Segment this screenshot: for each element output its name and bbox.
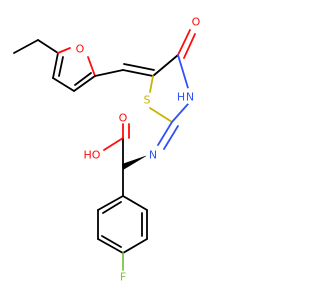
ring-sulfur-label: S bbox=[144, 94, 151, 107]
furan-bond-c4-c3 bbox=[52, 77, 75, 92]
stereo-wedge-bond bbox=[122, 155, 148, 170]
ring-bond-n3-c2 bbox=[171, 103, 189, 123]
hydroxyl-label: HO bbox=[84, 149, 101, 162]
imine-nitrogen-bg bbox=[146, 148, 160, 162]
imine-double-bond-outer bbox=[157, 121, 173, 146]
ethyl-terminal-bond bbox=[13, 39, 39, 54]
carbonyl-oxygen-label: O bbox=[192, 16, 201, 29]
hydroxyl-bg bbox=[83, 146, 101, 164]
furan-double-bond-c5-c4-inner bbox=[58, 56, 64, 77]
furan-double-bond-c3-c2-inner bbox=[74, 72, 92, 86]
benzene-bond-6 bbox=[97, 195, 124, 211]
exocyclic-double-bond-inner bbox=[123, 63, 155, 71]
benzene-bond-4 bbox=[97, 238, 124, 254]
carbonyl-bond-outer bbox=[177, 29, 191, 56]
carbonyl-bond-inner bbox=[183, 33, 196, 59]
ring-bond-c4-n3 bbox=[177, 54, 189, 89]
acid-carbonyl-oxygen-label: O bbox=[119, 112, 128, 125]
methine-bond bbox=[94, 69, 124, 77]
benzene-double-bond-inner-3 bbox=[102, 201, 122, 214]
furan-bond-o-c5 bbox=[57, 47, 71, 54]
ring-nitrogen-h-label: H bbox=[177, 91, 185, 104]
furan-bond-c2-o bbox=[87, 56, 96, 77]
ethyl-ring-bond bbox=[37, 39, 59, 54]
furan-oxygen-label: O bbox=[76, 43, 85, 56]
ring-bond-c2-s1 bbox=[149, 107, 173, 123]
imine-double-bond-inner bbox=[163, 125, 179, 150]
furan-bond-c5-c4 bbox=[52, 52, 59, 79]
ring-sulfur-bg bbox=[140, 93, 154, 107]
benzene-bond-3 bbox=[122, 238, 148, 254]
furan-bond-c3-c2 bbox=[73, 75, 96, 92]
benzene-bond-1 bbox=[122, 195, 148, 211]
ring-bond-s1-c5 bbox=[149, 75, 154, 93]
imine-nitrogen-label: N bbox=[149, 149, 157, 162]
ring-bond-c5-c4 bbox=[152, 54, 179, 77]
ring-nitrogen-label: N bbox=[186, 91, 194, 104]
furan-oxygen-bg bbox=[73, 42, 87, 56]
chemical-structure-diagram: O O H N S N O HO F bbox=[13, 16, 201, 284]
acid-hydroxyl-bond bbox=[103, 137, 124, 151]
benzene-double-bond-inner-2 bbox=[101, 235, 122, 248]
fluorine-label: F bbox=[120, 271, 126, 284]
exocyclic-double-bond-outer bbox=[122, 69, 154, 77]
ring-nitrogen-bg bbox=[182, 88, 198, 104]
